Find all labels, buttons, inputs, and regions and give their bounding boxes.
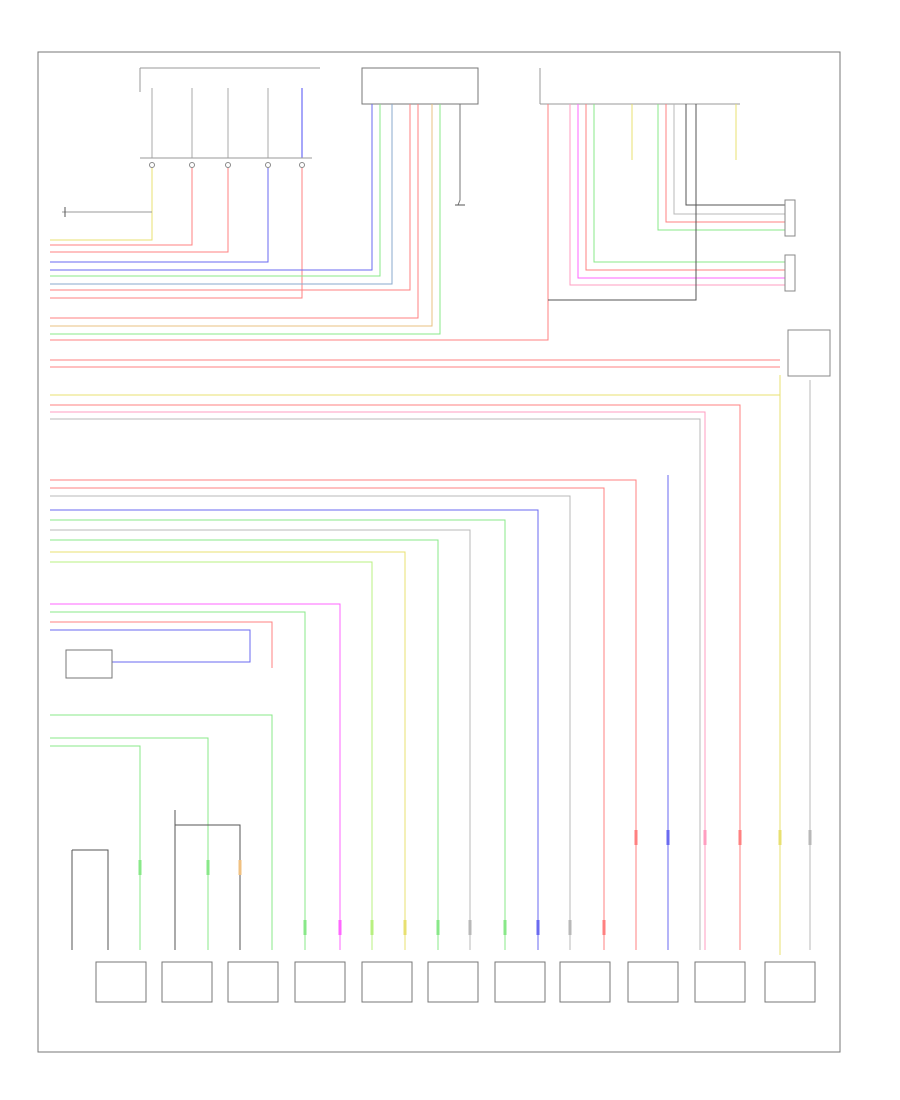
left-module-box	[65, 649, 113, 679]
bus-section-2	[50, 329, 831, 955]
connector-box-8	[559, 961, 611, 1003]
connector-box-6	[427, 961, 479, 1003]
right-module-wires	[50, 68, 796, 341]
connector-box-7	[494, 961, 546, 1003]
top-left-connector-group	[50, 67, 320, 299]
connector-box-3	[227, 961, 279, 1003]
connector-box-9	[627, 961, 679, 1003]
bus-section-3	[50, 475, 669, 950]
connector-stubs	[138, 830, 812, 935]
connector-box-10	[694, 961, 746, 1003]
connector-box-11	[764, 961, 816, 1003]
diagram-frame	[37, 51, 841, 1053]
center-module-box	[361, 67, 479, 105]
connector-box-5	[361, 961, 413, 1003]
connector-box-2	[161, 961, 213, 1003]
connector-box-1	[95, 961, 147, 1003]
center-module-wires	[50, 104, 465, 335]
bus-section-4	[50, 603, 341, 950]
bottom-connectors	[95, 961, 816, 1003]
connector-box-4	[294, 961, 346, 1003]
